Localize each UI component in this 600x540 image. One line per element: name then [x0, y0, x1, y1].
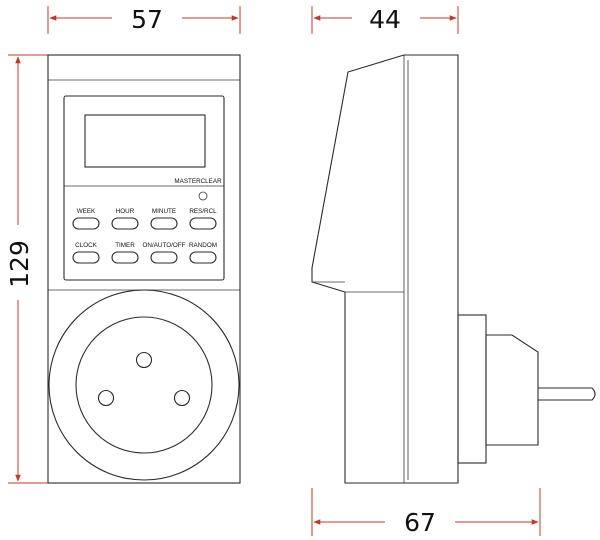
week-button[interactable] [72, 217, 100, 230]
socket-outer-ring [48, 289, 240, 481]
hour-button[interactable] [111, 217, 139, 230]
timer-button[interactable] [111, 251, 139, 264]
week-label: WEEK [77, 208, 96, 215]
plug-base [457, 314, 487, 464]
dimension-width: 57 [47, 5, 241, 34]
timer-label: TIMER [115, 242, 135, 249]
lcd-display [84, 114, 206, 168]
width-label: 57 [131, 5, 163, 34]
res-rcl-label: RES/RCL [189, 208, 217, 215]
masterclear-button[interactable] [198, 191, 208, 201]
clock-label: CLOCK [75, 242, 97, 249]
socket-face [75, 316, 213, 454]
minute-button[interactable] [150, 217, 178, 230]
dimension-depth: 44 [311, 5, 459, 34]
side-body-outline [311, 54, 459, 484]
socket-hole-left-icon [97, 389, 115, 407]
random-label: RANDOM [189, 242, 217, 249]
random-button[interactable] [189, 251, 217, 264]
on-auto-off-label: ON/AUTO/OFF [143, 242, 186, 249]
clock-button[interactable] [72, 251, 100, 264]
earth-pin-icon [135, 351, 153, 369]
dimension-height: 129 [5, 54, 52, 484]
total-depth-label: 67 [404, 508, 436, 537]
side-view [311, 54, 596, 484]
hour-label: HOUR [116, 208, 135, 215]
plug-pin-icon [538, 387, 596, 401]
front-view: MASTERCLEAR WEEK HOUR MINUTE RES/RCL CLO… [47, 54, 241, 484]
front-body-outline [47, 54, 241, 484]
on-auto-off-button[interactable] [150, 251, 178, 264]
res-rcl-button[interactable] [189, 217, 217, 230]
plug-body [485, 334, 539, 446]
socket-hole-right-icon [173, 389, 191, 407]
control-panel [63, 95, 225, 281]
masterclear-label: MASTERCLEAR [174, 178, 222, 185]
height-label: 129 [5, 240, 34, 288]
dimension-total-depth: 67 [311, 488, 541, 537]
depth-label: 44 [369, 5, 401, 34]
minute-label: MINUTE [152, 208, 176, 215]
